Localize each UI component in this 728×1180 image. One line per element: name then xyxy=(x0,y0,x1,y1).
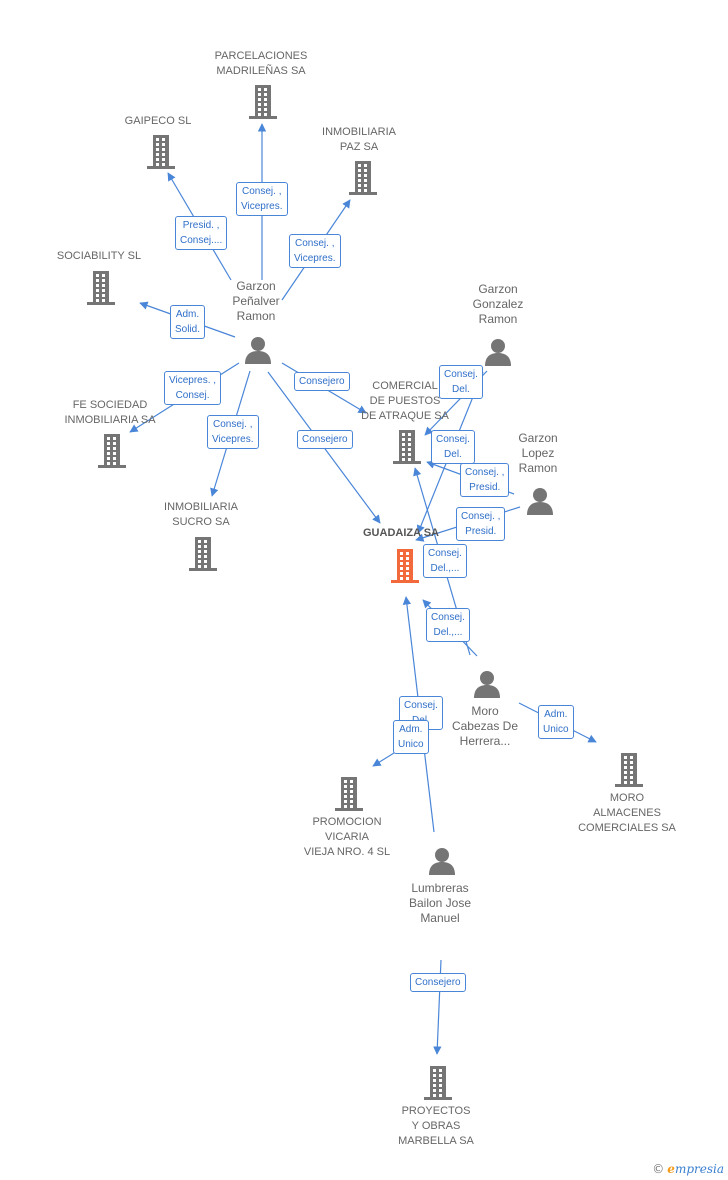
building-icon xyxy=(147,135,175,169)
building-icon xyxy=(87,271,115,305)
brand-name: mpresia xyxy=(674,1162,724,1176)
edge-label-garzon-gonzalez-to-comercial-puestos[interactable]: Consej. Del. xyxy=(439,365,483,399)
edge-label-moro-cabezas-to-comercial-puestos[interactable]: Consej. Del.,... xyxy=(423,544,467,578)
edge-label-garzon-gonzalez-to-guadaiza[interactable]: Consej. Del. xyxy=(431,430,475,464)
node-label[interactable]: PARCELACIONES MADRILEÑAS SA xyxy=(214,50,308,77)
node-icon-wrap[interactable] xyxy=(346,159,380,200)
edge-layer xyxy=(129,123,597,1055)
node-icon-wrap[interactable] xyxy=(421,1064,455,1105)
edge-label-garzon-penalver-to-inmobiliaria-paz[interactable]: Consej. , Vicepres. xyxy=(289,234,341,268)
building-icon xyxy=(424,1066,452,1100)
node-label[interactable]: SOCIABILITY SL xyxy=(56,250,142,262)
node-icon-wrap[interactable] xyxy=(612,751,646,792)
edge-label-lumbreras-to-promocion-vicaria[interactable]: Adm. Unico xyxy=(393,720,429,754)
person-icon xyxy=(429,848,455,875)
node-label[interactable]: MORO ALMACENES COMERCIALES SA xyxy=(578,792,676,834)
edge-label-garzon-penalver-to-inmobiliaria-sucro[interactable]: Consej. , Vicepres. xyxy=(207,415,259,449)
node-icon-wrap[interactable] xyxy=(472,670,502,703)
node-icon-wrap[interactable] xyxy=(246,83,280,124)
building-icon xyxy=(335,777,363,811)
edge-label-lumbreras-to-proyectos-obras[interactable]: Consejero xyxy=(410,973,466,992)
edge-label-garzon-lopez-to-guadaiza[interactable]: Consej. , Presid. xyxy=(456,507,506,541)
edge-label-garzon-lopez-to-comercial-puestos[interactable]: Consej. , Presid. xyxy=(460,463,510,497)
node-icon-wrap[interactable] xyxy=(390,428,424,469)
node-label[interactable]: GAIPECO SL xyxy=(124,115,192,127)
node-label[interactable]: FE SOCIEDAD INMOBILIARIA SA xyxy=(64,399,156,426)
node-label[interactable]: INMOBILIARIA PAZ SA xyxy=(322,126,396,153)
node-icon-wrap[interactable] xyxy=(525,487,555,520)
node-label[interactable]: Garzon Gonzalez Ramon xyxy=(472,282,524,326)
person-icon xyxy=(245,337,271,364)
edge-label-moro-cabezas-to-moro-almacenes[interactable]: Adm. Unico xyxy=(538,705,574,739)
node-label[interactable]: PROYECTOS Y OBRAS MARBELLA SA xyxy=(398,1105,474,1147)
node-icon-wrap[interactable] xyxy=(84,269,118,310)
node-icon-wrap[interactable] xyxy=(186,535,220,576)
copyright-symbol: © xyxy=(652,1162,665,1176)
node-icon-wrap[interactable] xyxy=(144,133,178,174)
person-icon xyxy=(485,339,511,366)
edge-label-garzon-penalver-to-gaipeco[interactable]: Presid. , Consej.... xyxy=(175,216,228,250)
node-label[interactable]: Lumbreras Bailon Jose Manuel xyxy=(408,881,472,925)
node-label[interactable]: Garzon Peñalver Ramon xyxy=(232,279,280,323)
edge-label-garzon-penalver-to-guadaiza[interactable]: Consejero xyxy=(297,430,353,449)
edge-label-garzon-penalver-to-fe-sociedad[interactable]: Vicepres. , Consej. xyxy=(164,371,222,405)
empresia-logo[interactable]: ©empresia xyxy=(652,1162,724,1176)
building-icon xyxy=(98,434,126,468)
building-icon xyxy=(349,161,377,195)
node-label[interactable]: PROMOCION VICARIA VIEJA NRO. 4 SL xyxy=(303,816,391,858)
person-icon xyxy=(474,671,500,698)
building-icon xyxy=(391,549,419,583)
node-icon-wrap[interactable] xyxy=(388,547,422,588)
node-label[interactable]: INMOBILIARIA SUCRO SA xyxy=(164,501,238,528)
edge-label-garzon-penalver-to-comercial-puestos[interactable]: Consejero xyxy=(294,372,350,391)
building-icon xyxy=(393,430,421,464)
node-icon-wrap[interactable] xyxy=(427,847,457,880)
edge-label-garzon-penalver-to-parcelaciones[interactable]: Consej. , Vicepres. xyxy=(236,182,288,216)
building-icon xyxy=(189,537,217,571)
node-icon-wrap[interactable] xyxy=(243,336,273,369)
node-icon-wrap[interactable] xyxy=(483,338,513,371)
node-label[interactable]: GUADAIZA SA xyxy=(363,527,439,539)
building-icon xyxy=(615,753,643,787)
node-icon-wrap[interactable] xyxy=(332,775,366,816)
node-label[interactable]: Garzon Lopez Ramon xyxy=(518,431,558,475)
building-icon xyxy=(249,85,277,119)
edge-label-garzon-penalver-to-sociability[interactable]: Adm. Solid. xyxy=(170,305,206,339)
person-icon xyxy=(527,488,553,515)
edge-label-moro-cabezas-to-guadaiza[interactable]: Consej. Del.,... xyxy=(426,608,470,642)
node-icon-wrap[interactable] xyxy=(95,432,129,473)
node-label[interactable]: COMERCIAL DE PUESTOS DE ATRAQUE SA xyxy=(361,380,449,422)
node-label[interactable]: Moro Cabezas De Herrera... xyxy=(451,704,519,748)
brand-initial: e xyxy=(667,1162,675,1176)
